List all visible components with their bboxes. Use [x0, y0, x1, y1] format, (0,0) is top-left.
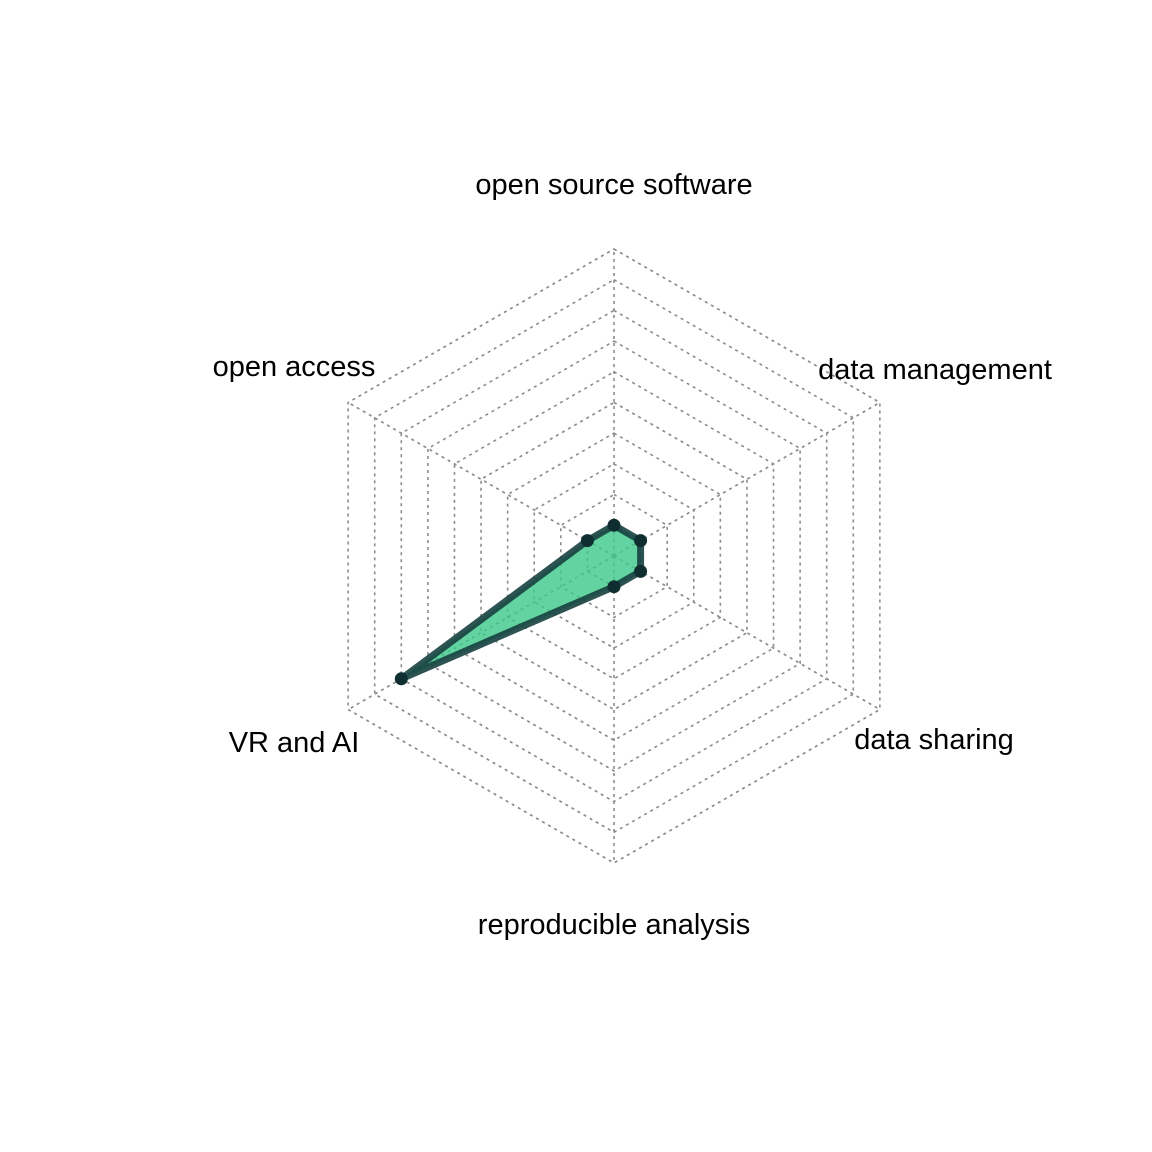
axis-label-5: open access	[213, 351, 376, 383]
data-point-1	[634, 534, 648, 548]
axis-label-1: data management	[818, 354, 1052, 386]
grid-ring-7	[427, 340, 801, 772]
axis-label-4: VR and AI	[229, 727, 360, 759]
axis-labels: open source software data management data …	[213, 169, 1052, 941]
spoke-1	[613, 401, 881, 557]
axis-label-2: data sharing	[854, 724, 1014, 756]
data-point-3	[607, 580, 621, 594]
grid-ring-9	[373, 278, 855, 834]
axis-label-0: open source software	[475, 169, 752, 201]
spoke-5	[347, 401, 615, 557]
data-point-5	[580, 534, 594, 548]
spoke-2	[613, 555, 881, 711]
data-point-2	[634, 564, 648, 578]
radar-series	[394, 518, 648, 686]
axis-label-3: reproducible analysis	[478, 909, 750, 941]
grid-ring-2	[560, 493, 668, 619]
data-point-4	[394, 672, 408, 686]
data-point-0	[607, 518, 621, 532]
grid-ring-10	[347, 248, 881, 864]
